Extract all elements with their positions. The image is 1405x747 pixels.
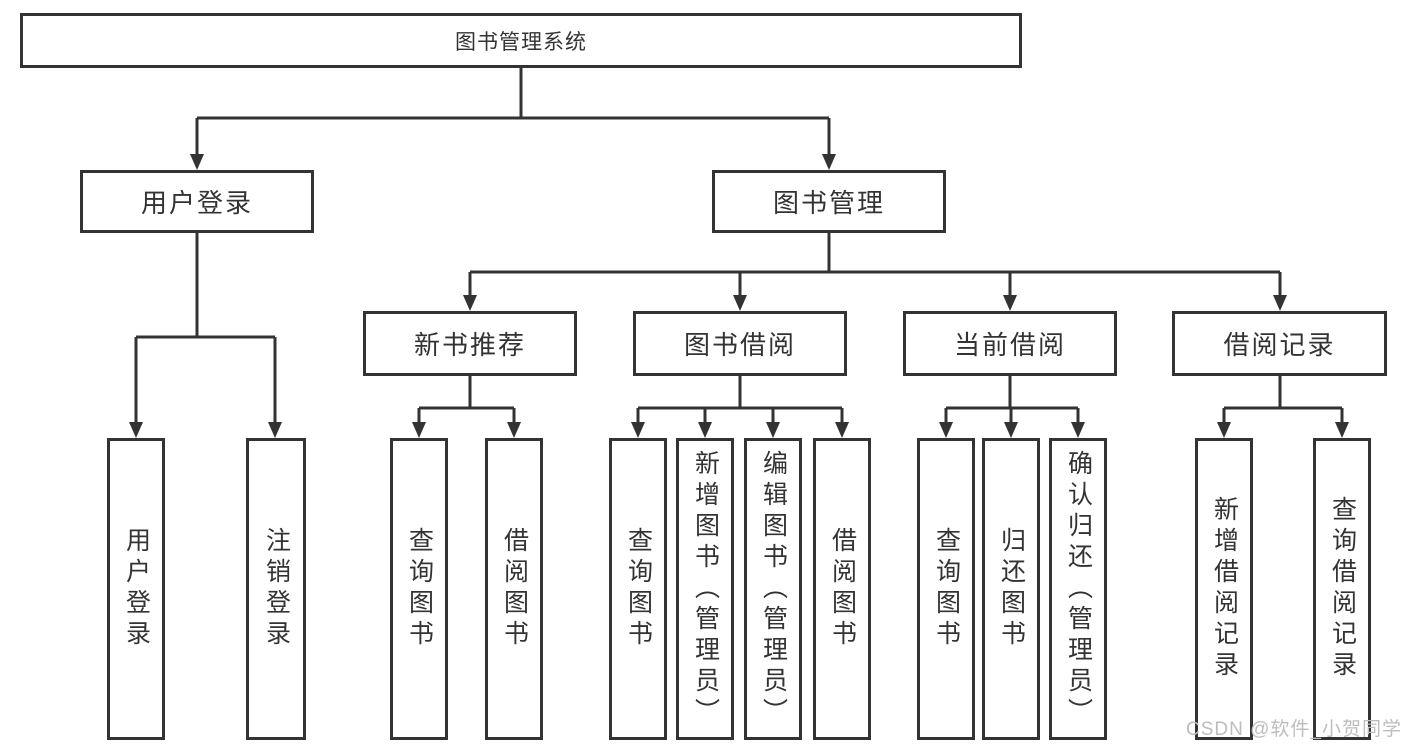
connector-user-login-to-leaves <box>129 233 282 438</box>
node-label: 当前借阅 <box>953 330 1066 360</box>
connector-book-borrow-to-leaves <box>631 376 849 438</box>
node-label: 图书管理系统 <box>455 30 587 54</box>
node-label: 查询图书 <box>405 527 434 651</box>
node-label: 新增借阅记录 <box>1210 496 1239 682</box>
csdn-watermark: CSDN @软件_小贺同学 <box>1186 719 1402 740</box>
node-label: 查询图书 <box>932 527 961 651</box>
node-label: 借阅图书 <box>500 527 529 651</box>
node-borrow-record: 借阅记录 <box>1172 311 1387 376</box>
leaf-add-borrow-record: 新增借阅记录 <box>1195 438 1253 740</box>
connector-borrow-record-to-leaves <box>1217 376 1349 438</box>
leaf-confirm-return-admin: 确认归还（管理员） <box>1049 438 1107 740</box>
node-label: 查询图书 <box>624 527 653 651</box>
connector-current-borrow-to-leaves <box>939 376 1085 438</box>
node-label: 图书管理 <box>772 188 885 218</box>
node-label: 归还图书 <box>997 527 1026 651</box>
leaf-query-borrow-record: 查询借阅记录 <box>1313 438 1371 740</box>
node-label: 用户登录 <box>140 188 253 218</box>
leaf-logout: 注销登录 <box>246 438 306 740</box>
node-user-login: 用户登录 <box>80 170 314 233</box>
leaf-borrow-books-recommend: 借阅图书 <box>485 438 543 740</box>
node-label: 确认归还（管理员） <box>1064 449 1093 729</box>
leaf-user-login: 用户登录 <box>107 438 165 740</box>
leaf-query-books-borrow: 查询图书 <box>609 438 667 740</box>
node-label: 新增图书（管理员） <box>691 449 720 729</box>
node-new-book-recommend: 新书推荐 <box>363 311 577 376</box>
node-label: 注销登录 <box>262 527 291 651</box>
connector-new-book-recommend-to-leaves <box>412 376 521 438</box>
node-book-management: 图书管理 <box>712 170 946 233</box>
leaf-return-book: 归还图书 <box>982 438 1040 740</box>
leaf-edit-book-admin: 编辑图书（管理员） <box>744 438 802 740</box>
leaf-borrow-books: 借阅图书 <box>813 438 871 740</box>
node-library-management-system: 图书管理系统 <box>20 13 1022 68</box>
connector-root-to-level2 <box>190 68 836 170</box>
node-label: 借阅记录 <box>1223 330 1336 360</box>
node-label: 编辑图书（管理员） <box>759 449 788 729</box>
leaf-add-book-admin: 新增图书（管理员） <box>676 438 734 740</box>
node-label: 新书推荐 <box>413 330 526 360</box>
node-label: 借阅图书 <box>828 527 857 651</box>
node-book-borrow: 图书借阅 <box>633 311 847 376</box>
leaf-query-books-recommend: 查询图书 <box>390 438 448 740</box>
leaf-query-books-current: 查询图书 <box>917 438 975 740</box>
node-label: 图书借阅 <box>683 330 796 360</box>
node-label: 查询借阅记录 <box>1328 496 1357 682</box>
node-current-borrow: 当前借阅 <box>903 311 1117 376</box>
connector-book-management-to-level3 <box>463 233 1287 311</box>
node-label: 用户登录 <box>122 527 151 651</box>
